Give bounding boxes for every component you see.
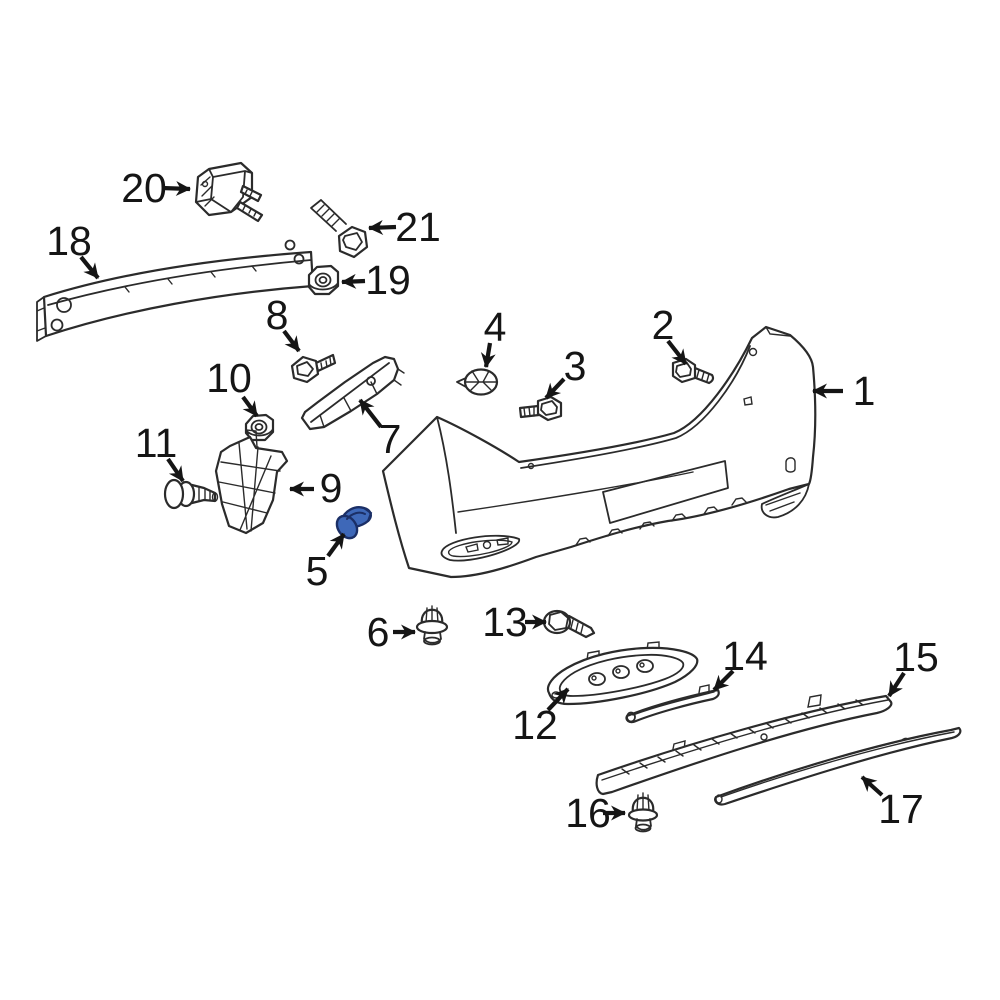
part-21-bolt[interactable]	[310, 199, 369, 259]
callout-part-14: 14	[712, 633, 768, 692]
part-3-bolt[interactable]	[518, 395, 563, 422]
callout-part-10: 10	[206, 355, 259, 418]
callout-part-6: 6	[367, 609, 416, 655]
leader-arrow-21	[368, 219, 397, 235]
part-19-nut[interactable]	[307, 264, 340, 296]
callout-part-3: 3	[544, 343, 587, 400]
part-number-8[interactable]: 8	[266, 292, 289, 338]
part-10-nut[interactable]	[244, 413, 275, 442]
leader-arrow-7	[358, 398, 383, 429]
part-13-screw[interactable]	[542, 609, 596, 639]
part-number-7[interactable]: 7	[379, 416, 402, 462]
leader-arrow-15	[887, 671, 906, 698]
leader-arrow-19	[341, 273, 366, 289]
callout-part-7: 7	[358, 398, 402, 462]
callout-part-16: 16	[565, 790, 626, 836]
part-4-clip[interactable]	[456, 368, 499, 396]
callout-part-20: 20	[121, 165, 191, 211]
leader-arrow-4	[480, 342, 496, 368]
leader-arrow-14	[712, 669, 735, 692]
leader-arrow-12	[546, 687, 570, 712]
part-12-reflector[interactable]	[546, 641, 699, 706]
part-1-bumper-cover[interactable]	[381, 325, 817, 579]
leader-arrow-20	[161, 181, 191, 196]
part-number-11[interactable]: 11	[135, 420, 178, 466]
part-number-14[interactable]: 14	[722, 633, 768, 679]
callout-part-11: 11	[135, 420, 185, 483]
leader-arrow-18	[79, 255, 100, 280]
part-6-clip[interactable]	[415, 605, 449, 646]
leader-arrow-5	[326, 532, 346, 558]
part-15-lower-protector[interactable]	[595, 694, 893, 796]
part-number-16[interactable]: 16	[565, 790, 611, 836]
part-11-clip[interactable]	[163, 478, 219, 510]
leader-arrow-11	[166, 457, 185, 483]
part-number-9[interactable]: 9	[320, 465, 343, 511]
part-2-bolt[interactable]	[671, 357, 715, 385]
callout-part-19: 19	[341, 257, 411, 303]
callout-part-5: 5	[306, 532, 346, 594]
part-14-reflector-strip[interactable]	[625, 684, 720, 724]
callout-part-15: 15	[887, 634, 939, 698]
callout-part-17: 17	[860, 775, 924, 832]
callout-part-9: 9	[289, 465, 343, 511]
part-number-17[interactable]: 17	[878, 786, 924, 832]
part-number-3[interactable]: 3	[564, 343, 587, 389]
part-number-2[interactable]: 2	[652, 302, 675, 348]
part-9-side-bracket[interactable]	[214, 429, 289, 535]
part-number-21[interactable]: 21	[395, 204, 441, 250]
leader-arrow-10	[241, 395, 259, 418]
leader-arrow-8	[282, 329, 301, 353]
part-20-side-bracket[interactable]	[194, 161, 264, 223]
callout-part-2: 2	[652, 302, 688, 366]
part-16-clip[interactable]	[627, 792, 659, 833]
part-number-4[interactable]: 4	[484, 304, 507, 350]
part-17-lower-molding[interactable]	[714, 726, 962, 806]
part-number-13[interactable]: 13	[482, 599, 528, 645]
leader-arrow-3	[544, 377, 566, 400]
callout-part-18: 18	[46, 218, 100, 280]
callout-part-8: 8	[266, 292, 301, 353]
part-number-19[interactable]: 19	[365, 257, 411, 303]
callout-part-4: 4	[480, 304, 507, 368]
part-number-12[interactable]: 12	[512, 702, 558, 748]
part-18-impact-bar[interactable]	[36, 239, 315, 342]
part-8-bolt[interactable]	[290, 353, 337, 384]
callout-part-12: 12	[512, 687, 570, 748]
part-number-5[interactable]: 5	[306, 548, 329, 594]
callout-part-13: 13	[482, 599, 547, 645]
leader-arrow-17	[860, 775, 884, 797]
part-number-20[interactable]: 20	[121, 165, 167, 211]
part-7-side-support[interactable]	[300, 355, 405, 431]
part-number-1[interactable]: 1	[853, 368, 876, 414]
leader-arrow-2	[666, 339, 688, 366]
part-number-18[interactable]: 18	[46, 218, 92, 264]
part-number-15[interactable]: 15	[893, 634, 939, 680]
callout-part-1: 1	[812, 368, 876, 414]
part-number-10[interactable]: 10	[206, 355, 252, 401]
part-number-6[interactable]: 6	[367, 609, 390, 655]
callout-part-21: 21	[368, 204, 441, 250]
part-5-clip-highlighted[interactable]	[333, 506, 373, 542]
